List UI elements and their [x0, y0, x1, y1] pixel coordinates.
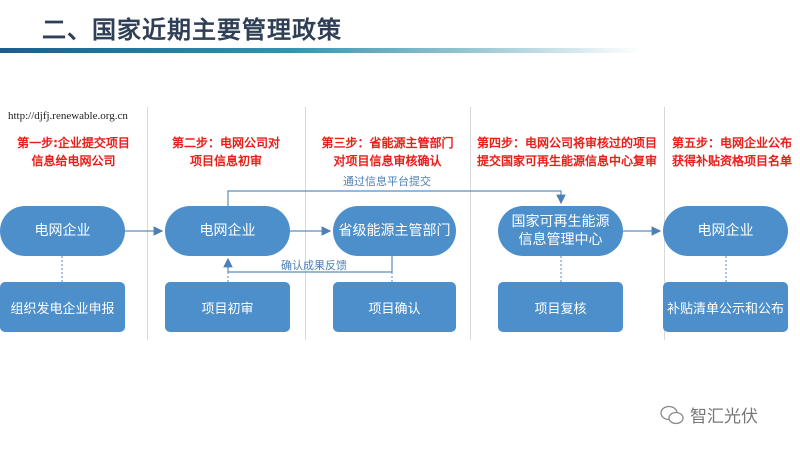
action-box: 项目初审	[165, 282, 290, 332]
column-divider	[305, 107, 306, 340]
title-underline	[0, 48, 640, 53]
arrow-submit-platform	[227, 190, 566, 206]
action-box: 项目确认	[333, 282, 456, 332]
action-box: 组织发电企业申报	[0, 282, 125, 332]
grid-company-node: 电网企业	[165, 206, 290, 256]
action-box: 项目复核	[498, 282, 623, 332]
column-divider	[470, 107, 471, 340]
page-title: 二、国家近期主要管理政策	[42, 16, 342, 44]
grid-company-node: 电网企业	[663, 206, 788, 256]
national-info-center-node: 国家可再生能源信息管理中心	[498, 206, 623, 256]
column-divider	[147, 107, 148, 340]
step-3-title: 第三步：省能源主管部门对项目信息审核确认	[321, 136, 454, 168]
source-url: http://djfj.renewable.org.cn	[8, 110, 128, 122]
watermark: 智汇光伏	[660, 402, 758, 427]
step-1-title: 第一步:企业提交项目信息给电网公司	[17, 136, 130, 168]
wechat-icon	[660, 405, 684, 424]
submit-label: 通过信息平台提交	[343, 175, 431, 188]
feedback-label: 确认成果反馈	[281, 259, 347, 272]
grid-company-node: 电网企业	[0, 206, 125, 256]
action-box: 补贴清单公示和公布	[663, 282, 788, 332]
step-2-title: 第二步：电网公司对项目信息初审	[171, 136, 280, 168]
arrow-feedback	[223, 256, 393, 273]
provincial-energy-node: 省级能源主管部门	[333, 206, 456, 256]
step-4-title: 第四步：电网公司将审核过的项目提交国家可再生能源信息中心复审	[476, 136, 657, 168]
step-5-title: 第五步：电网企业公布获得补贴资格项目名单	[671, 136, 792, 168]
